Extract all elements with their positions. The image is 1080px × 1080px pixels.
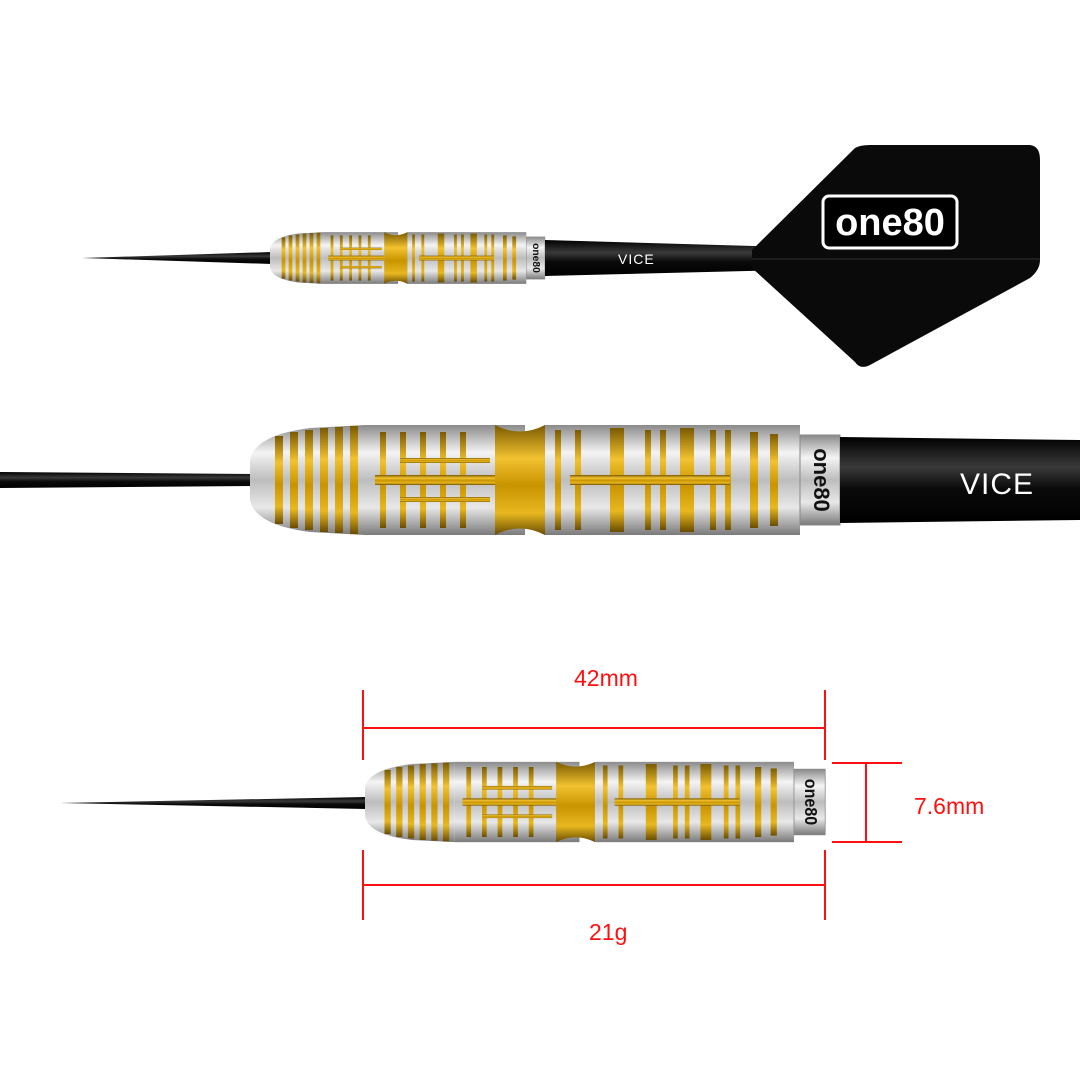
- length-label: 42mm: [574, 665, 638, 691]
- point: [0, 472, 252, 488]
- dimension-lines: [362, 690, 902, 920]
- svg-text:one80: one80: [835, 202, 945, 244]
- shaft-brand-text: VICE: [618, 251, 655, 267]
- barrel-closeup: VICE: [0, 424, 1080, 536]
- barrel-dimensions: [60, 690, 902, 920]
- point: [82, 252, 272, 264]
- shaft: [545, 240, 790, 276]
- shaft: [840, 437, 1080, 523]
- point: [60, 797, 366, 809]
- diameter-label: 7.6mm: [914, 793, 985, 819]
- shaft-brand-text: VICE: [960, 468, 1034, 501]
- flight: [752, 145, 1040, 367]
- weight-label: 21g: [589, 919, 628, 945]
- full-dart-top: VICE one80: [82, 145, 1040, 367]
